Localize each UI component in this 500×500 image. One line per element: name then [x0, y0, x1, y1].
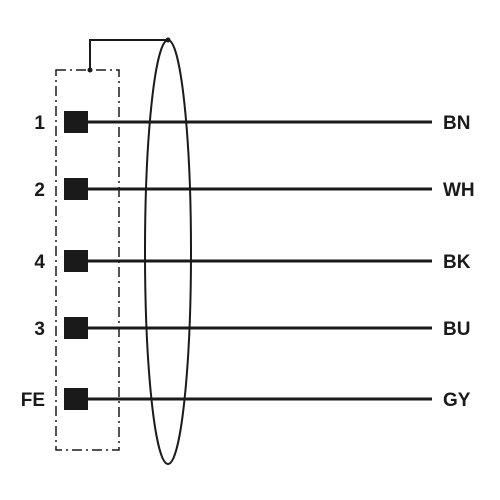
connector-housing-outline — [55, 69, 120, 451]
wire-color-label-2: BK — [443, 252, 471, 273]
shield-drain-lead — [89, 39, 168, 70]
wire-color-label-3: BU — [443, 319, 470, 340]
shield-lead-junction-dot — [87, 67, 93, 73]
pin-contact-0 — [64, 111, 88, 133]
wire-color-label-4: GY — [443, 390, 471, 411]
pin-label-2: 4 — [34, 252, 45, 273]
cable-shield-ellipse — [144, 39, 192, 465]
pin-contact-4 — [64, 388, 88, 410]
pin-label-4: FE — [21, 390, 45, 411]
wire-row-1: 2 WH — [34, 178, 475, 201]
wire-row-4: FE GY — [21, 388, 471, 411]
pin-label-0: 1 — [34, 113, 45, 134]
pin-label-3: 3 — [34, 319, 45, 340]
wire-row-3: 3 BU — [34, 317, 470, 340]
pin-contact-2 — [64, 250, 88, 272]
wire-row-0: 1 BN — [34, 111, 470, 134]
wire-row-2: 4 BK — [34, 250, 471, 273]
pin-label-1: 2 — [34, 180, 45, 201]
pin-contact-3 — [64, 317, 88, 339]
pin-contact-1 — [64, 178, 88, 200]
wire-color-label-0: BN — [443, 113, 470, 134]
wire-color-label-1: WH — [443, 180, 475, 201]
